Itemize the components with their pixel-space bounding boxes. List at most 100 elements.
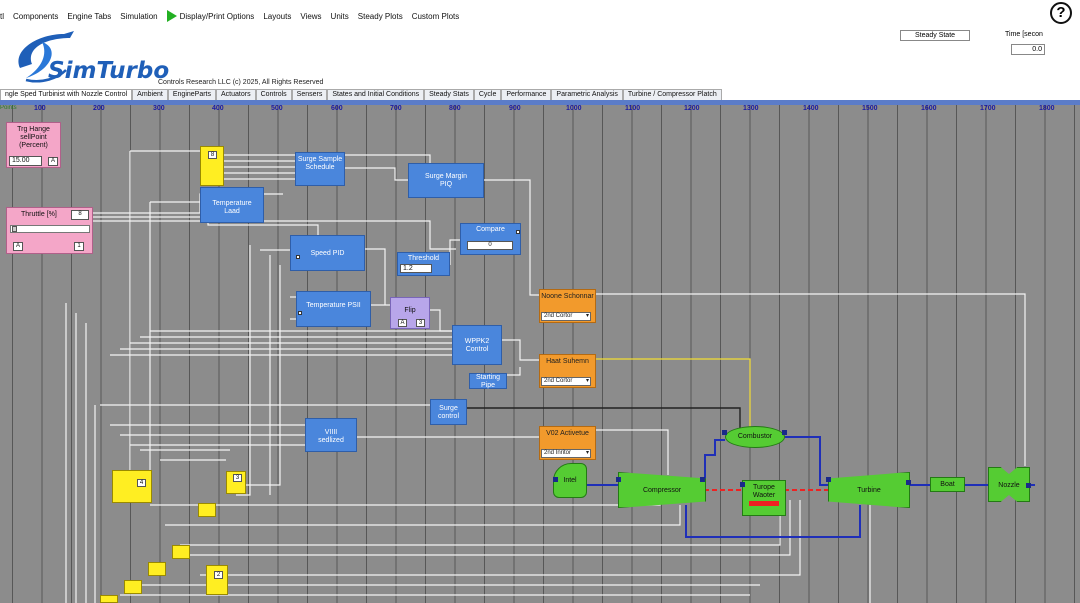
trg-range-setpoint-block[interactable]: Trg Hange sellPoint (Percent) 15.00 A bbox=[6, 122, 61, 168]
wppk2-control-block[interactable]: WPPK2 Control bbox=[452, 325, 502, 365]
menu-units[interactable]: Units bbox=[330, 11, 349, 21]
flip-3-button[interactable]: 3 bbox=[416, 319, 425, 327]
menu-steady-plots[interactable]: Steady Plots bbox=[357, 11, 403, 21]
throttle-a-button[interactable]: A bbox=[13, 242, 23, 251]
diagram-canvas[interactable]: Points 100 200 300 400 500 600 700 800 9… bbox=[0, 105, 1080, 603]
menu-engine-tabs[interactable]: Engine Tabs bbox=[67, 11, 112, 21]
nozzle-outlet-port[interactable] bbox=[1026, 483, 1031, 488]
surge-margin-pid-block[interactable]: Surge Margin PIQ bbox=[408, 163, 484, 198]
temp-pid-mode-icon[interactable] bbox=[298, 311, 302, 315]
ruler-tick: 1500 bbox=[862, 105, 878, 112]
tab-performance[interactable]: Performance bbox=[501, 89, 552, 100]
heat-order-select[interactable]: 2nd Cortor bbox=[541, 377, 591, 386]
throttle-block[interactable]: Thruttle [%] 8 A 1 bbox=[6, 207, 93, 254]
compare-output-icon[interactable] bbox=[516, 230, 520, 234]
heat-schedule-block[interactable]: Haat Suhemn 2nd Cortor bbox=[539, 354, 596, 388]
combustor-outlet-port[interactable] bbox=[782, 430, 787, 435]
tab-actuators[interactable]: Actuators bbox=[216, 89, 256, 100]
tab-states[interactable]: States and Initial Conditions bbox=[327, 89, 425, 100]
mux-block[interactable]: 8 bbox=[200, 146, 224, 186]
flip-block[interactable]: Flip A 3 bbox=[390, 297, 430, 329]
ruler-tick: 800 bbox=[449, 105, 461, 112]
mux-count: 8 bbox=[208, 151, 217, 159]
mux-block[interactable]: 3 bbox=[226, 471, 246, 494]
compressor-outlet-port[interactable] bbox=[700, 477, 705, 482]
ruler-tick: 1000 bbox=[566, 105, 582, 112]
tab-cycle[interactable]: Cycle bbox=[473, 89, 502, 100]
starting-title: Starting Pipe bbox=[475, 374, 501, 389]
ruler-corner-label: Points bbox=[0, 105, 17, 111]
ruler-tick: 1700 bbox=[980, 105, 996, 112]
speed-pid-mode-icon[interactable] bbox=[296, 255, 300, 259]
tab-sensers[interactable]: Sensers bbox=[291, 89, 328, 100]
threshold-title: Threshold bbox=[407, 255, 440, 262]
nozzle-schedule-title: Noone Schonnar bbox=[541, 293, 594, 300]
nozzle-order-select[interactable]: 2nd Cortor bbox=[541, 312, 591, 321]
temperature-pid-block[interactable]: Temperature PSII bbox=[296, 291, 371, 327]
tab-parametric[interactable]: Parametric Analysis bbox=[551, 89, 623, 100]
mux-block[interactable]: 4 bbox=[112, 470, 152, 503]
torque-port[interactable] bbox=[740, 482, 745, 487]
signal-wires bbox=[65, 150, 1035, 603]
tab-controls[interactable]: Controls bbox=[255, 89, 292, 100]
help-icon[interactable]: ? bbox=[1050, 2, 1072, 24]
vanes-block[interactable]: VIIII sedlized bbox=[305, 418, 357, 452]
inlet-component[interactable]: Intel bbox=[553, 463, 587, 498]
ruler-tick: 900 bbox=[509, 105, 521, 112]
v02-actuator-block[interactable]: V02 Activetue 2nd Inritor bbox=[539, 426, 596, 460]
menu-layouts[interactable]: Layouts bbox=[263, 11, 292, 21]
trg-range-title: Trg Hange sellPoint (Percent) bbox=[17, 126, 50, 149]
combustor-inlet-port[interactable] bbox=[722, 430, 727, 435]
boat-component[interactable]: Boat bbox=[930, 477, 965, 492]
trg-range-a-button[interactable]: A bbox=[48, 157, 58, 166]
trg-range-input[interactable]: 15.00 bbox=[9, 156, 42, 166]
sensor-block[interactable] bbox=[172, 545, 190, 559]
sensor-block[interactable] bbox=[148, 562, 166, 576]
menu-bar: tl Components Engine Tabs Simulation Dis… bbox=[0, 8, 468, 24]
tab-engineparts[interactable]: EngineParts bbox=[167, 89, 216, 100]
surge-control-block[interactable]: Surge control bbox=[430, 399, 467, 425]
sensor-block[interactable] bbox=[100, 595, 118, 603]
run-play-icon[interactable] bbox=[166, 10, 177, 22]
torque-waster-component[interactable]: Turope Waoter bbox=[742, 480, 786, 516]
v02-order-select[interactable]: 2nd Inritor bbox=[541, 449, 591, 458]
nozzle-schedule-block[interactable]: Noone Schonnar 2nd Cortor bbox=[539, 289, 596, 323]
torque-waster-title: Turope Waoter bbox=[752, 484, 776, 499]
tab-steady-stats[interactable]: Steady Stats bbox=[424, 89, 474, 100]
sensor-block[interactable] bbox=[124, 580, 142, 594]
sensor-block[interactable] bbox=[198, 503, 216, 517]
surge-schedule-block[interactable]: Surge Sample Schedule bbox=[295, 152, 345, 186]
tab-model[interactable]: ngle Sped Turbinist with Nozzle Control bbox=[0, 89, 133, 100]
mux-count: 4 bbox=[137, 479, 146, 487]
simturbo-logo-swoosh-icon bbox=[18, 31, 74, 83]
time-value: 0.0 bbox=[1011, 44, 1045, 55]
compressor-inlet-port[interactable] bbox=[616, 477, 621, 482]
temperature-load-block[interactable]: Temperature Laad bbox=[200, 187, 264, 223]
combustor-component[interactable]: Combustor bbox=[725, 426, 785, 448]
tab-turbine-compressor[interactable]: Turbine / Compressor Platch bbox=[622, 89, 722, 100]
ruler-tick: 700 bbox=[390, 105, 402, 112]
threshold-block[interactable]: Threshold 1.2 bbox=[397, 252, 450, 276]
speed-pid-block[interactable]: Speed PID bbox=[290, 235, 365, 271]
starting-block[interactable]: Starting Pipe bbox=[469, 373, 507, 389]
menu-views[interactable]: Views bbox=[300, 11, 322, 21]
menu-components[interactable]: Components bbox=[13, 11, 59, 21]
mux-block[interactable]: 2 bbox=[206, 565, 228, 595]
ruler-tick: 600 bbox=[331, 105, 343, 112]
menu-file[interactable]: tl bbox=[0, 11, 4, 21]
turbine-outlet-port[interactable] bbox=[906, 480, 911, 485]
menu-display-print[interactable]: Display/Print Options bbox=[179, 11, 255, 21]
flip-a-button[interactable]: A bbox=[398, 319, 407, 327]
ruler-tick: 1200 bbox=[684, 105, 700, 112]
menu-simulation[interactable]: Simulation bbox=[120, 11, 158, 21]
compare-block[interactable]: Compare 0 bbox=[460, 223, 521, 255]
inlet-port[interactable] bbox=[553, 477, 558, 482]
throttle-slider-thumb[interactable] bbox=[12, 226, 17, 232]
throttle-one-button[interactable]: 1 bbox=[74, 242, 84, 251]
turbine-inlet-port[interactable] bbox=[826, 477, 831, 482]
tab-ambient[interactable]: Ambient bbox=[132, 89, 168, 100]
throttle-slider[interactable] bbox=[10, 225, 90, 233]
wppk2-control-title: WPPK2 Control bbox=[464, 338, 490, 353]
menu-custom-plots[interactable]: Custom Plots bbox=[411, 11, 460, 21]
threshold-input[interactable]: 1.2 bbox=[400, 264, 432, 273]
